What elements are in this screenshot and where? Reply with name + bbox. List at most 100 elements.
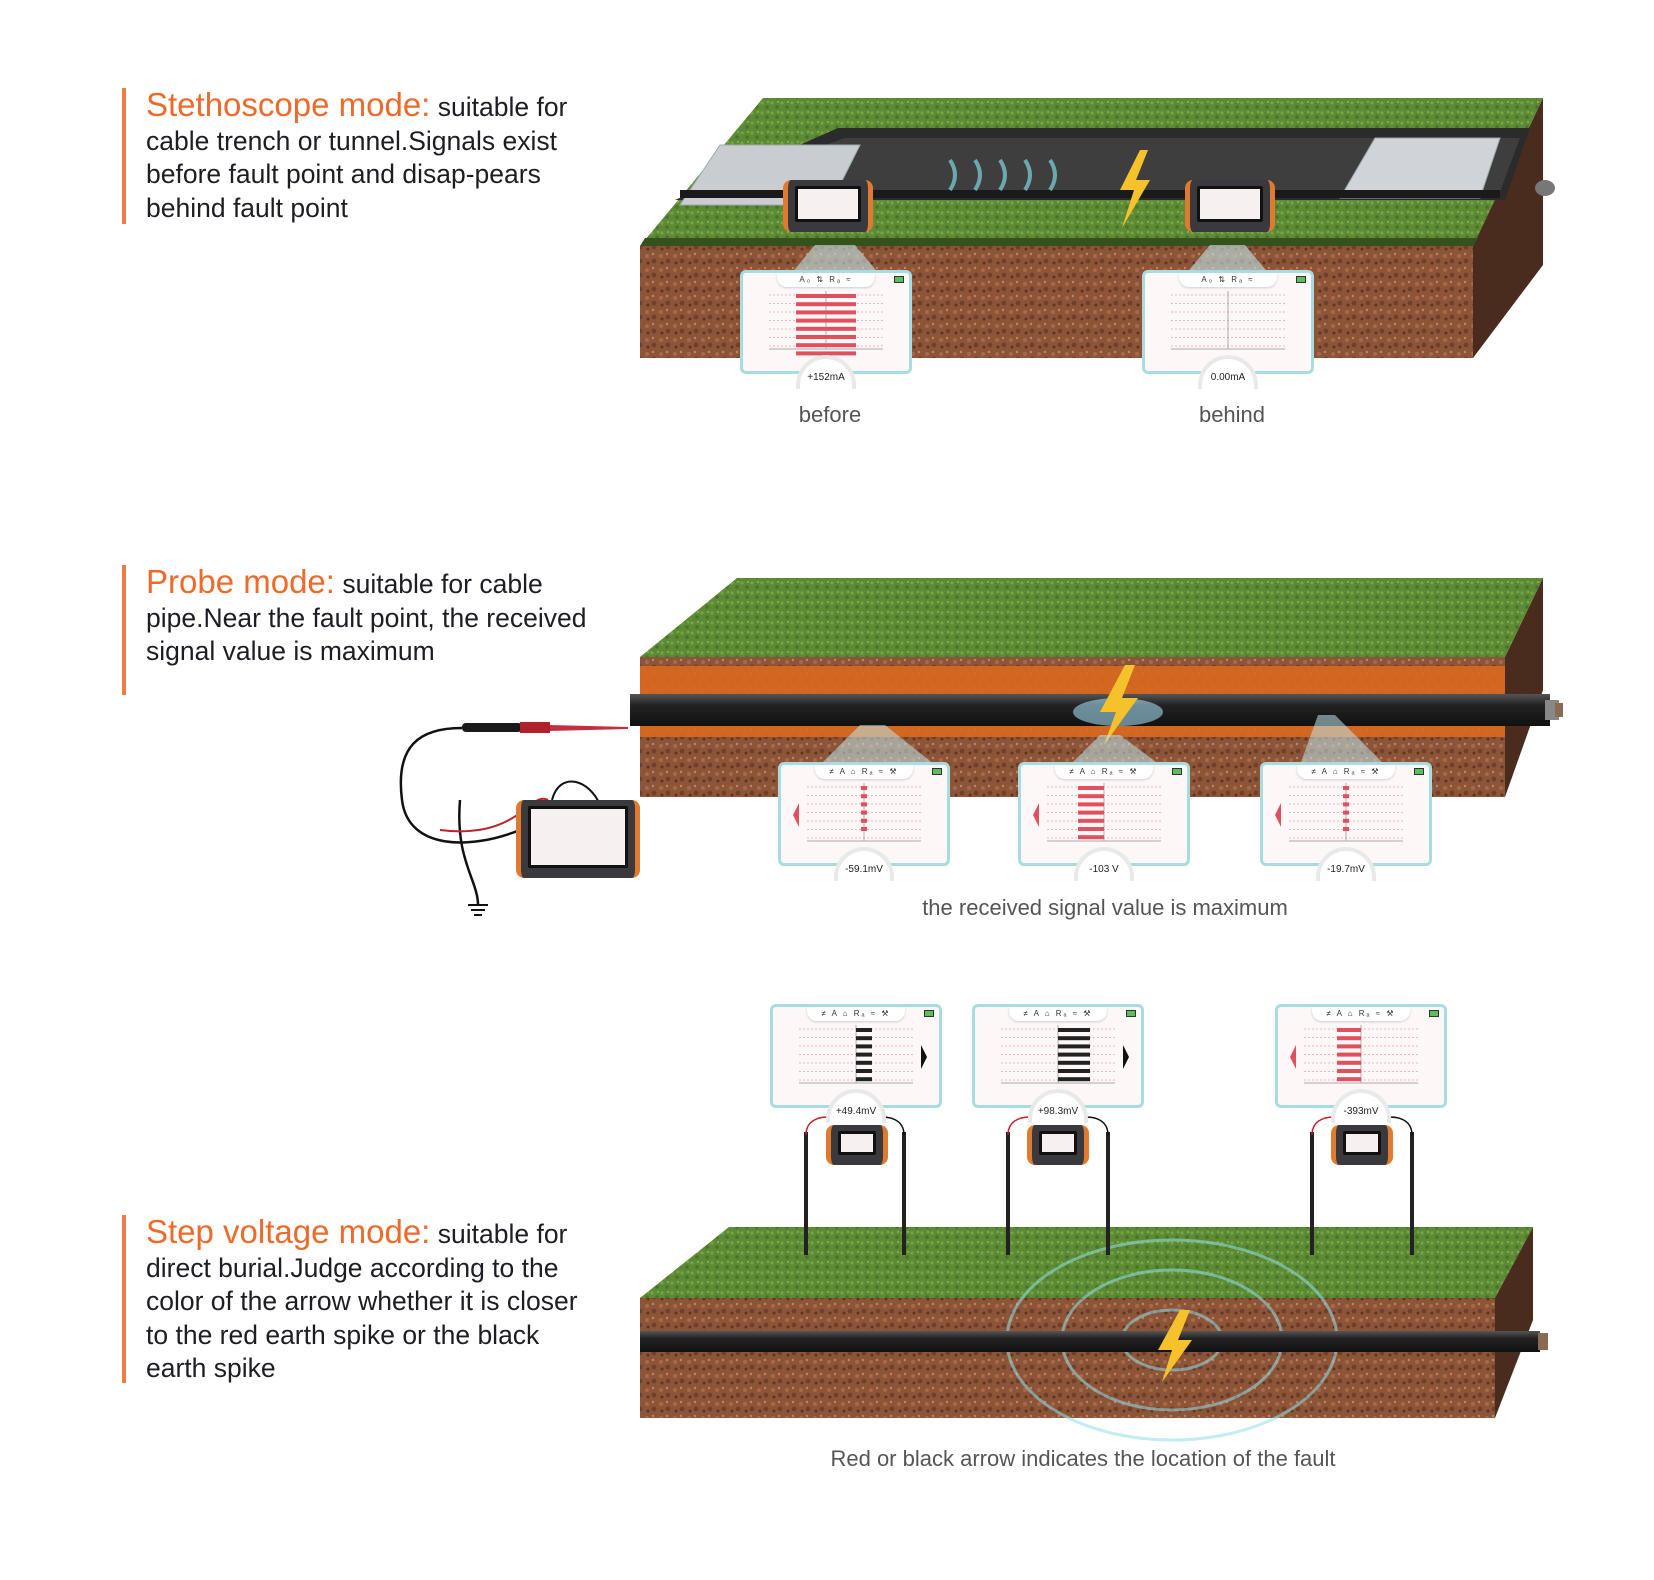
battery-icon	[1414, 768, 1424, 775]
locator-device	[516, 800, 640, 878]
probe-mode-description: Probe mode: suitable for cable pipe.Near…	[122, 565, 601, 695]
signal-bar	[1337, 1060, 1361, 1065]
signal-bar	[861, 802, 867, 807]
signal-graph	[799, 1025, 927, 1084]
mode-lead: suitable	[437, 1219, 530, 1249]
signal-bar	[1343, 827, 1349, 831]
direction-arrow-left	[1290, 1045, 1296, 1069]
direction-arrow-left	[1033, 803, 1039, 827]
direction-arrow-left	[793, 803, 799, 827]
signal-bar	[1343, 810, 1349, 815]
signal-bar	[1058, 1060, 1090, 1065]
signal-bar	[861, 818, 867, 823]
signal-bar	[856, 1069, 872, 1073]
mode-title: Probe mode:	[146, 563, 335, 600]
probe-screen: ≠ A ⌂ Rₐ ≈ ⚒ -59.1mV	[778, 762, 950, 881]
lightning-fault-icon	[1120, 150, 1150, 228]
signal-gauge: -103 V	[1074, 847, 1134, 881]
battery-icon	[894, 276, 904, 283]
lightning-fault-icon	[1100, 665, 1138, 745]
signal-bar	[1343, 802, 1349, 807]
probe-screen-max: ≠ A ⌂ Rₐ ≈ ⚒ -103 V	[1018, 762, 1190, 881]
direction-arrow-left	[1275, 803, 1281, 827]
signal-bar	[796, 302, 856, 307]
signal-bar	[1058, 1036, 1090, 1041]
signal-bar	[1058, 1028, 1090, 1032]
direction-arrow-right	[1123, 1045, 1129, 1069]
signal-bar	[1078, 794, 1104, 799]
mode-body: cable pipe.Near the fault point, the rec…	[146, 569, 587, 666]
signal-bar	[1337, 1069, 1361, 1073]
signal-bar	[796, 351, 856, 356]
signal-bar	[1337, 1036, 1361, 1041]
signal-bar	[1058, 1077, 1090, 1082]
signal-bar	[1058, 1069, 1090, 1073]
direction-arrow-right	[921, 1045, 927, 1069]
ground-icon	[468, 904, 488, 916]
screen-toolbar-icons: ≠ A ⌂ Rₐ ≈ ⚒	[1297, 765, 1395, 779]
signal-bar	[1058, 1052, 1090, 1057]
signal-gauge: +49.4mV	[826, 1089, 886, 1123]
signal-bar	[796, 326, 856, 331]
signal-bar	[1078, 802, 1104, 807]
screen-toolbar-icons: ≠ A ⌂ Rₐ ≈ ⚒	[1312, 1007, 1410, 1021]
label-behind: behind	[1198, 402, 1266, 427]
battery-icon	[1126, 1010, 1136, 1017]
screen-behind: A₀ ⇅ Rₐ ≈ 0.00mA	[1142, 270, 1314, 389]
signal-bar	[1343, 818, 1349, 823]
signal-bar	[1078, 818, 1104, 823]
signal-bar	[796, 310, 856, 315]
signal-bar	[1058, 1044, 1090, 1049]
screen-toolbar-icons: A₀ ⇅ Rₐ ≈	[777, 273, 875, 287]
battery-icon	[924, 1010, 934, 1017]
signal-bar	[1337, 1044, 1361, 1049]
probe-screen: ≠ A ⌂ Rₐ ≈ ⚒ -19.7mV	[1260, 762, 1432, 881]
signal-bar	[1078, 786, 1104, 790]
battery-icon	[932, 768, 942, 775]
screen-toolbar-icons: ≠ A ⌂ Rₐ ≈ ⚒	[807, 1007, 905, 1021]
signal-graph	[1033, 783, 1161, 842]
screen-toolbar-icons: ≠ A ⌂ Rₐ ≈ ⚒	[1009, 1007, 1107, 1021]
signal-bar	[796, 318, 856, 323]
battery-icon	[1172, 768, 1182, 775]
mode-body: for cable trench or tunnel.Signals exist…	[146, 92, 568, 223]
signal-bar	[856, 1077, 872, 1082]
signal-bar	[1337, 1052, 1361, 1057]
signal-bar	[856, 1060, 872, 1065]
signal-bar	[1337, 1077, 1361, 1082]
lightning-fault-icon	[1158, 1310, 1192, 1382]
signal-bar	[861, 810, 867, 815]
screen-toolbar-icons: ≠ A ⌂ Rₐ ≈ ⚒	[1055, 765, 1153, 779]
locator-device	[1331, 1125, 1393, 1165]
signal-bar	[1078, 835, 1104, 840]
screen-toolbar-icons: A₀ ⇅ Rₐ ≈	[1179, 273, 1277, 287]
signal-bar	[1078, 810, 1104, 815]
signal-bar	[856, 1028, 872, 1032]
step-voltage-mode-description: Step voltage mode: suitable for direct b…	[122, 1215, 601, 1383]
signal-bar	[861, 827, 867, 831]
step-screen: ≠ A ⌂ Rₐ ≈ ⚒ +49.4mV	[770, 1004, 942, 1123]
step-caption: Red or black arrow indicates the locatio…	[830, 1446, 1336, 1471]
signal-gauge: -59.1mV	[834, 847, 894, 881]
signal-bar	[796, 343, 856, 348]
locator-device	[783, 180, 873, 232]
signal-gauge: +98.3mV	[1028, 1089, 1088, 1123]
signal-gauge: 0.00mA	[1198, 355, 1258, 389]
signal-graph	[1290, 1025, 1418, 1084]
signal-graph	[1001, 1025, 1129, 1084]
battery-icon	[1429, 1010, 1439, 1017]
signal-gauge: -393mV	[1331, 1089, 1391, 1123]
signal-bar	[856, 1052, 872, 1057]
signal-bar	[861, 794, 867, 799]
signal-bar	[796, 335, 856, 339]
signal-graph	[1171, 291, 1285, 350]
label-before: before	[798, 402, 862, 427]
signal-bar	[856, 1036, 872, 1041]
screen-before: A₀ ⇅ Rₐ ≈ +152mA	[740, 270, 912, 389]
mode-title: Step voltage mode:	[146, 1213, 431, 1250]
signal-bar	[1343, 786, 1349, 790]
mode-lead: suitable	[437, 92, 530, 122]
battery-icon	[1296, 276, 1306, 283]
screen-toolbar-icons: ≠ A ⌂ Rₐ ≈ ⚒	[815, 765, 913, 779]
signal-bar	[1343, 794, 1349, 799]
